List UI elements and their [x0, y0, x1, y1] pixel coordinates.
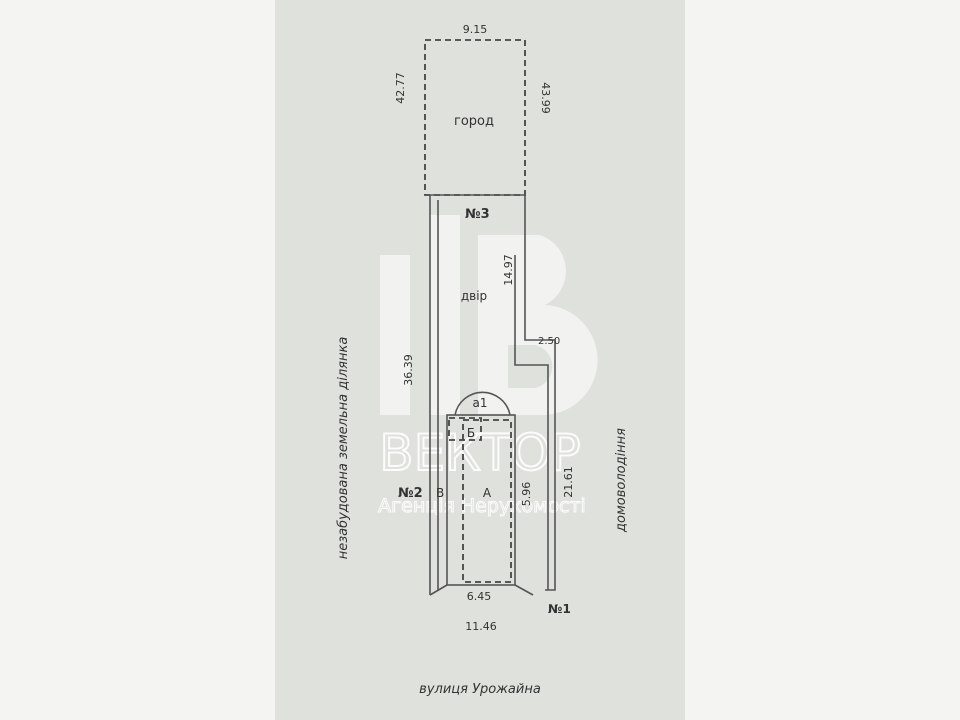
building-b [448, 417, 482, 441]
building-len: 5.96 [520, 482, 533, 507]
garden-label: город [454, 114, 494, 129]
porch-a1 [454, 391, 511, 416]
right-neighbor-label: домоволодіння [614, 428, 629, 533]
left-len: 36.39 [402, 354, 415, 386]
garden-right-len: 43.99 [539, 82, 552, 114]
front-inner: 6.45 [467, 590, 492, 603]
front-total: 11.46 [465, 620, 497, 633]
garden-width: 9.15 [463, 23, 488, 36]
point-2: №2 [398, 486, 423, 501]
yard-right-len: 14.97 [502, 254, 515, 286]
yard-label: двір [461, 289, 487, 303]
garden-left-len: 42.77 [394, 72, 407, 104]
label-b: Б [467, 426, 475, 440]
point-3: №3 [465, 207, 490, 222]
plot-boundary-left [429, 195, 439, 595]
plot-boundary-right [430, 194, 556, 591]
step-width: 2.50 [538, 336, 560, 347]
right-len: 21.61 [562, 466, 575, 498]
building-a-inner [462, 419, 512, 583]
front-lines [429, 584, 534, 596]
watermark-brand: ВЕКТОР [379, 424, 580, 482]
label-a: А [483, 486, 492, 500]
plot-inner-line [514, 255, 549, 590]
building-a [446, 414, 516, 586]
street-label: вулиця Урожайна [419, 682, 541, 697]
label-v: В [436, 486, 444, 500]
point-1: №1 [548, 602, 571, 616]
watermark-logo [380, 215, 598, 416]
label-a1: а1 [473, 396, 488, 410]
left-neighbor-label: незабудована земельна ділянка [336, 337, 351, 560]
